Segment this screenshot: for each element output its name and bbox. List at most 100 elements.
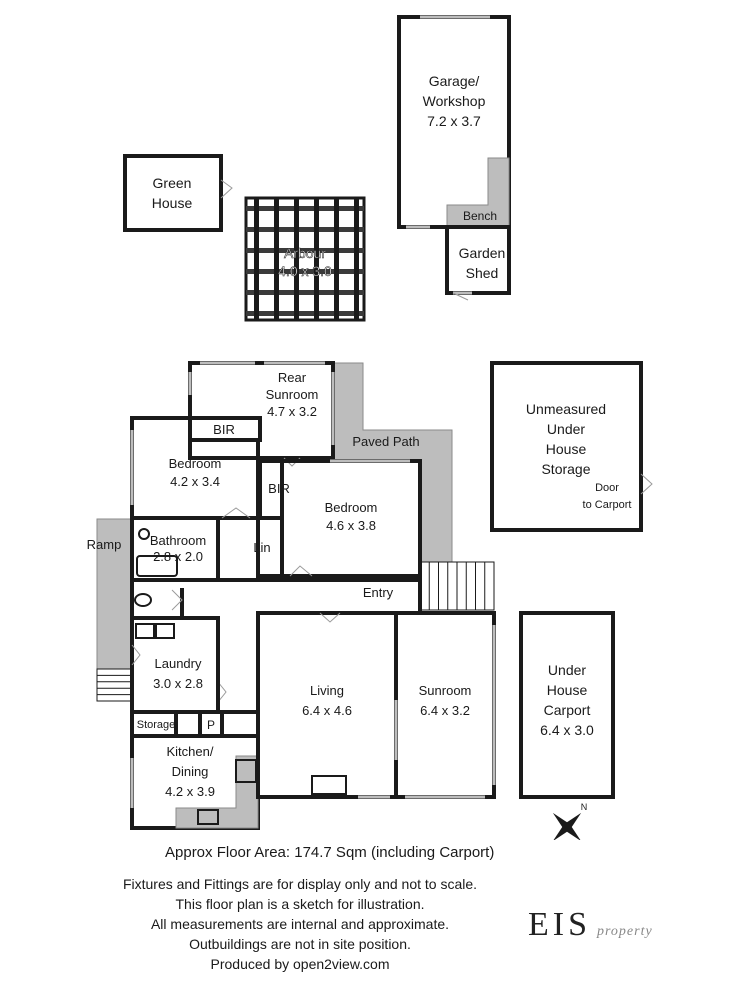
label-kitchen: Kitchen/Dining 4.2 x 3.9 <box>165 744 215 799</box>
label-line: 2.8 x 2.0 <box>153 549 203 564</box>
label-lin: Lin <box>253 540 270 555</box>
label-line: 4.6 x 3.8 <box>326 518 376 533</box>
bathroom <box>130 516 220 582</box>
entry-steps <box>419 561 495 611</box>
label-line: 4.7 x 3.2 <box>267 404 317 419</box>
label-paved-path: Paved Path <box>352 434 419 449</box>
label-line: 6.4 x 3.2 <box>420 703 470 718</box>
label-line: House <box>152 195 193 211</box>
garden-shed <box>445 225 511 301</box>
label-entry: Entry <box>363 585 394 600</box>
label-line: Paved Path <box>352 434 419 449</box>
label-line: Green <box>153 175 192 191</box>
arbour-post <box>334 198 339 320</box>
label-line: BIR <box>213 422 235 437</box>
label-line: Under <box>547 421 585 437</box>
label-living: Living 6.4 x 4.6 <box>302 683 352 718</box>
label-line: 4.2 x 3.9 <box>165 784 215 799</box>
disclaimer-line: Fixtures and Fittings are for display on… <box>122 876 478 892</box>
arbour-post <box>294 198 299 320</box>
arbour-beam <box>246 269 364 274</box>
label-line: Kitchen/ <box>167 744 214 759</box>
label-line: Door <box>595 482 619 494</box>
floor-area: Approx Floor Area: 174.7 Sqm (including … <box>165 844 495 861</box>
label-sunroom: Sunroom 6.4 x 3.2 <box>419 683 472 718</box>
label-line: Arbour <box>284 245 326 261</box>
label-line: Storage <box>137 719 176 731</box>
label-door-to-carport: Door to Carport <box>583 482 632 511</box>
label-line: Unmeasured <box>526 401 606 417</box>
label-line: 6.4 x 3.0 <box>540 722 594 738</box>
label-line: House <box>546 441 587 457</box>
eis-property-logo: EIS property <box>528 906 653 944</box>
arbour-beam <box>246 311 364 316</box>
arbour-post <box>254 198 259 320</box>
arbour-beam <box>246 248 364 253</box>
label-line: Storage <box>541 461 590 477</box>
label-line: Sunroom <box>266 387 319 402</box>
label-bench: Bench <box>463 209 497 223</box>
label-line: Bench <box>463 209 497 223</box>
label-line: P <box>207 718 215 732</box>
label-bir-side: BIR <box>268 481 290 496</box>
green-house <box>123 154 233 232</box>
compass-icon: N <box>552 802 588 840</box>
label-bedroom1: Bedroom 4.2 x 3.4 <box>169 456 222 489</box>
label-line: Bedroom <box>325 500 378 515</box>
label-line: Garden <box>459 245 506 261</box>
arbour-beam <box>246 290 364 295</box>
label-storage: Storage <box>137 719 176 731</box>
arbour <box>244 196 366 322</box>
disclaimer: Fixtures and Fittings are for display on… <box>0 874 600 974</box>
disclaimer-line: Produced by open2view.com <box>210 956 390 972</box>
label-line: Bedroom <box>169 456 222 471</box>
label-line: Workshop <box>423 93 486 109</box>
label-line: House <box>547 682 588 698</box>
under-house-carport <box>519 611 615 799</box>
label-line: Entry <box>363 585 394 600</box>
compass-north-label: N <box>581 802 588 812</box>
ramp-steps <box>96 668 132 702</box>
rear-sunroom <box>188 361 335 467</box>
label-line: Sunroom <box>419 683 472 698</box>
label-line: 3.0 x 2.8 <box>153 676 203 691</box>
label-line: 6.4 x 4.6 <box>302 703 352 718</box>
arbour-post <box>314 198 319 320</box>
under-house-storage <box>490 361 653 532</box>
label-line: Bathroom <box>150 533 206 548</box>
label-ramp: Ramp <box>87 537 122 552</box>
disclaimer-line: This floor plan is a sketch for illustra… <box>175 896 425 912</box>
disclaimer-line: Outbuildings are not in site position. <box>189 936 411 952</box>
label-line: BIR <box>268 481 290 496</box>
label-line: Living <box>310 683 344 698</box>
label-line: 7.2 x 3.7 <box>427 113 481 129</box>
label-line: Shed <box>466 265 499 281</box>
lin <box>256 516 284 578</box>
ramp <box>96 518 132 670</box>
arbour-beam <box>246 206 364 211</box>
label-line: 4.2 x 3.4 <box>170 474 220 489</box>
label-line: Dining <box>172 764 209 779</box>
arbour-post <box>354 198 359 320</box>
label-line: 4.0 x 3.0 <box>278 263 332 279</box>
label-pantry: P <box>207 718 215 732</box>
label-line: Ramp <box>87 537 122 552</box>
label-line: to Carport <box>583 499 632 511</box>
logo-main: EIS <box>528 906 591 943</box>
label-line: Laundry <box>155 656 202 671</box>
label-line: Under <box>548 662 586 678</box>
arbour-beam <box>246 227 364 232</box>
sunroom <box>394 611 496 799</box>
label-line: Lin <box>253 540 270 555</box>
logo-sub: property <box>597 924 653 939</box>
label-line: Carport <box>544 702 591 718</box>
label-line: Rear <box>278 370 307 385</box>
disclaimer-line: All measurements are internal and approx… <box>150 916 450 932</box>
